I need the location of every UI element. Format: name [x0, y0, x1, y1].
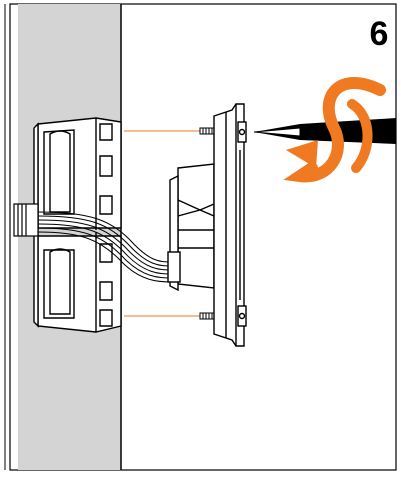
cable-gland — [13, 203, 39, 237]
wire-bundle — [37, 211, 173, 283]
clockwise-rotation-arrow-icon — [283, 77, 386, 183]
screwdriver-icon — [253, 118, 396, 144]
device-module — [167, 163, 215, 292]
page-border — [9, 3, 397, 471]
flush-mount-box — [33, 117, 122, 333]
front-plate — [213, 103, 247, 347]
step-number: 6 — [369, 15, 389, 53]
